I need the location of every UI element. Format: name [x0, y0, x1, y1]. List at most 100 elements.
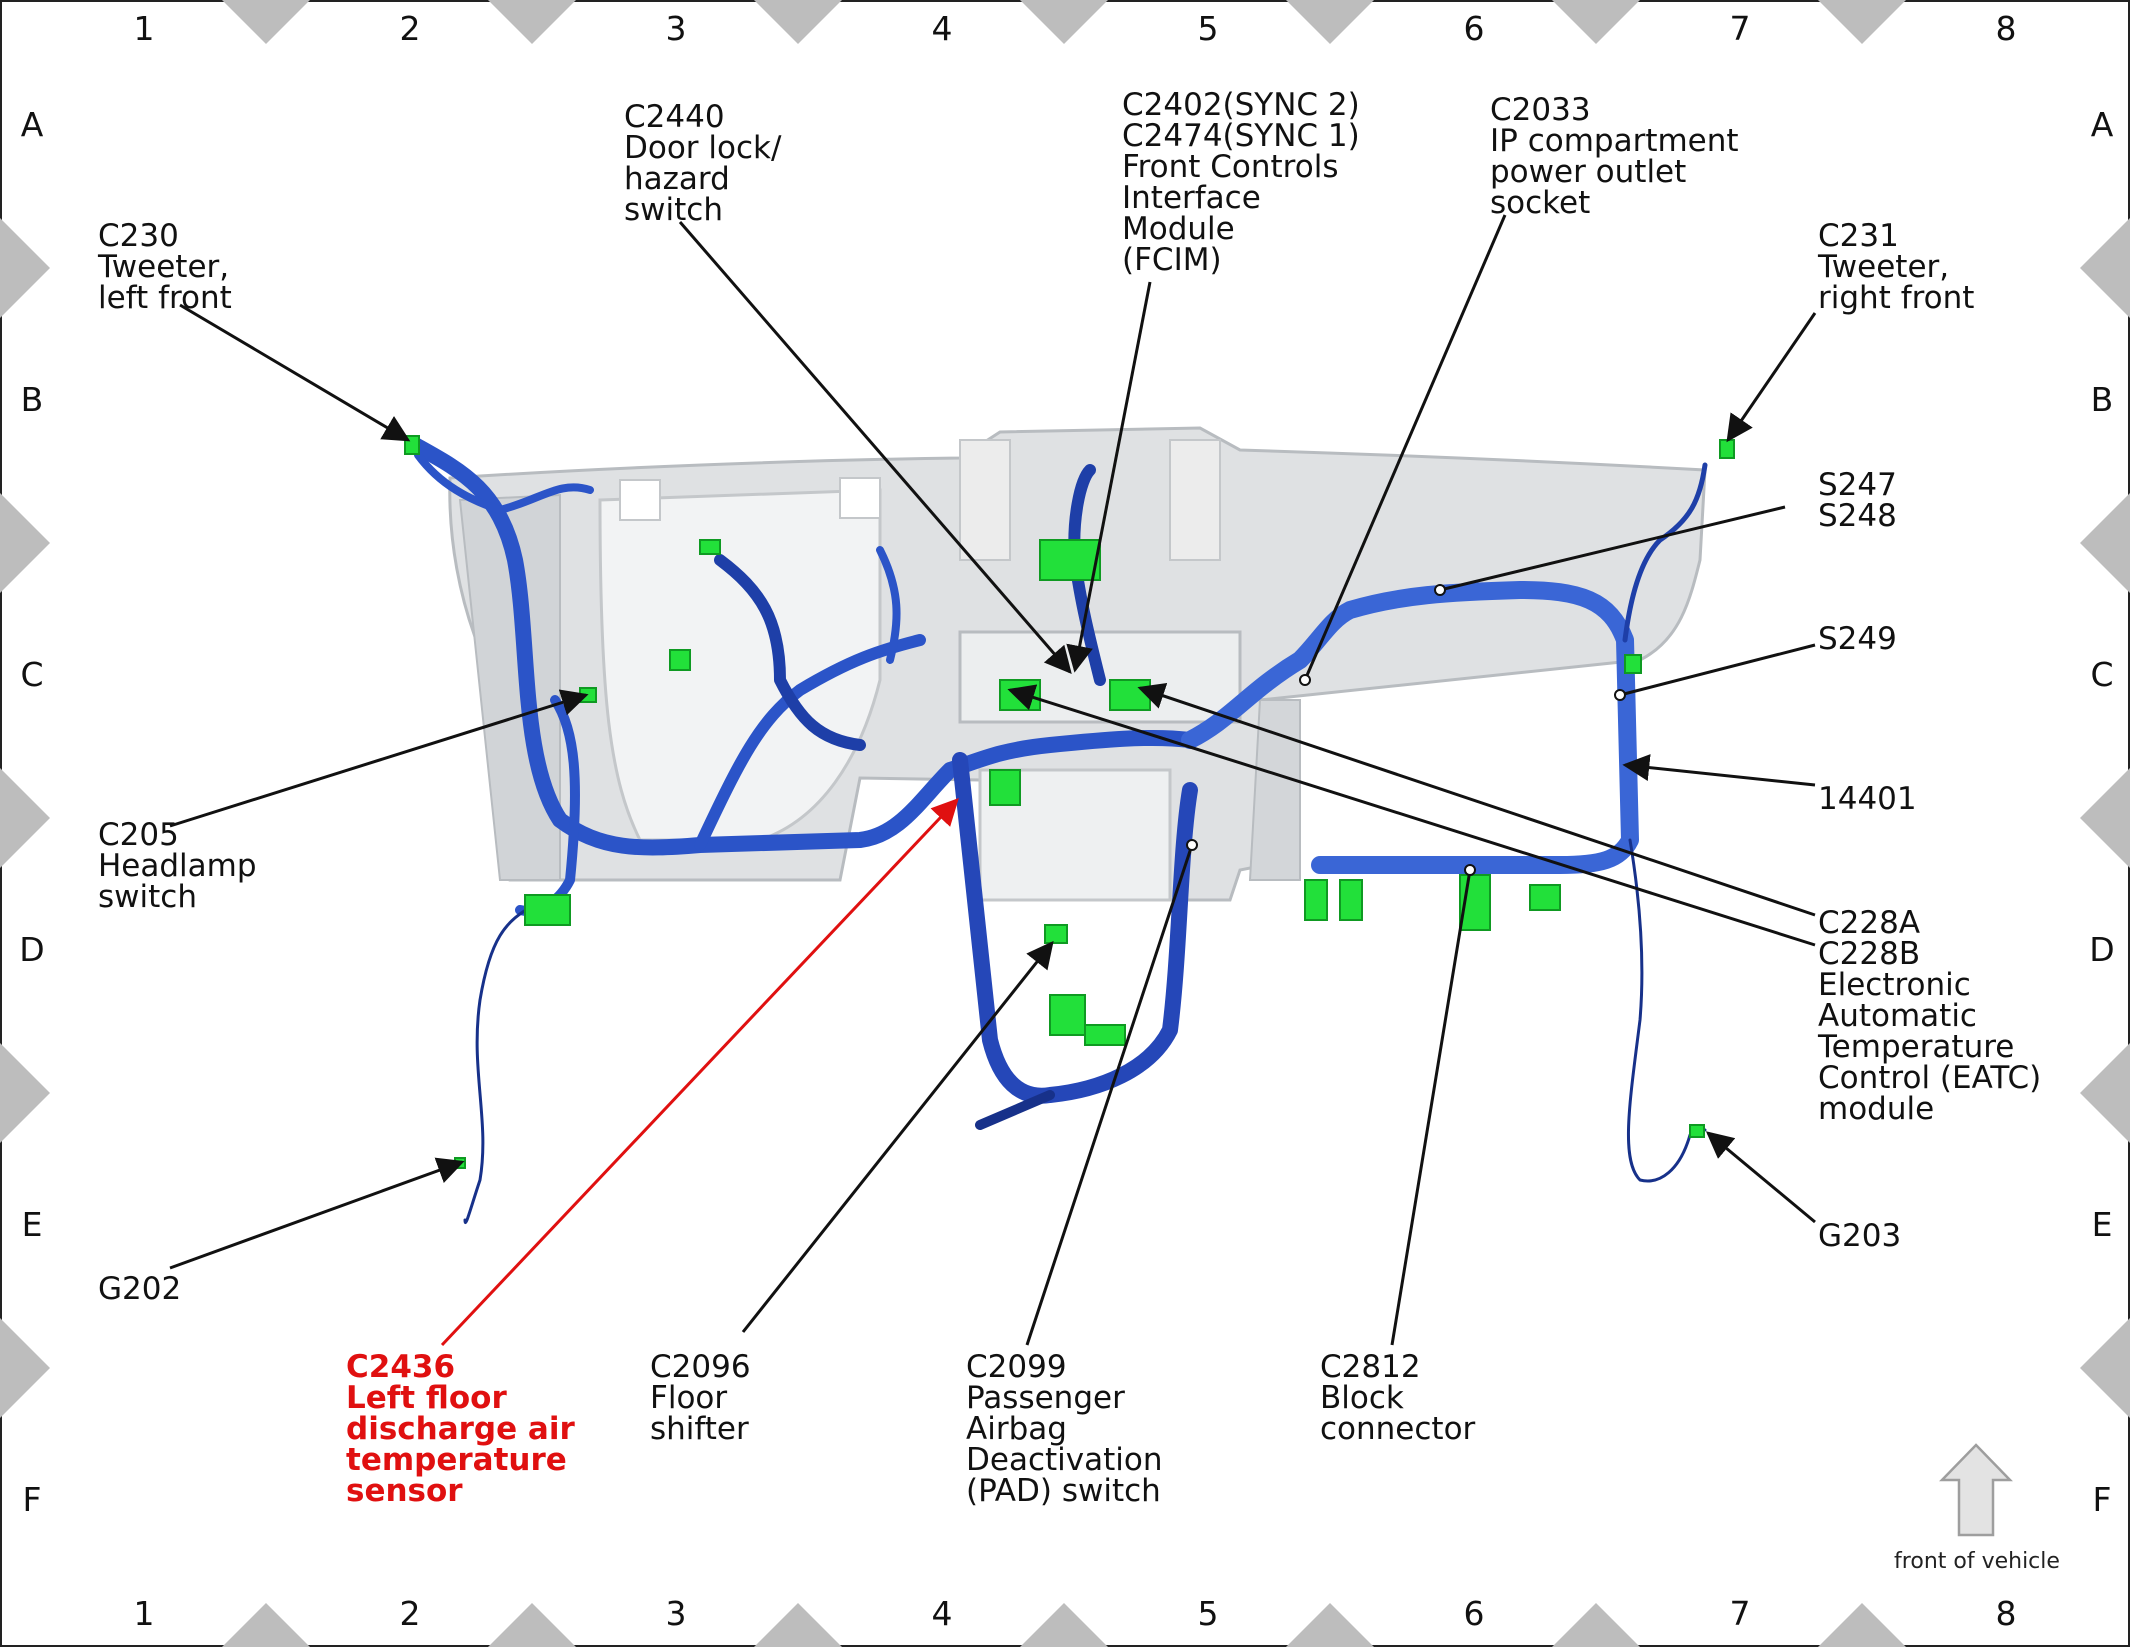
- callout-line: power outlet: [1490, 154, 1686, 190]
- callout-line: Headlamp: [98, 848, 257, 884]
- callout-line: S249: [1818, 621, 1897, 657]
- callout-line: discharge air: [346, 1411, 575, 1447]
- callout-line: Module: [1122, 211, 1235, 247]
- row-label: A: [21, 105, 44, 144]
- leader-c2812: [1390, 869, 1472, 1346]
- col-label: 2: [400, 1594, 421, 1633]
- leader-c2033: [1303, 214, 1507, 681]
- col-label: 6: [1464, 1594, 1485, 1633]
- callout-line: C2096: [650, 1349, 751, 1385]
- callout-line: C2099: [966, 1349, 1067, 1385]
- connector-c228b: [1109, 679, 1151, 711]
- callout-line: S247: [1818, 467, 1897, 503]
- callout-line: Floor: [650, 1380, 727, 1416]
- callout-line: Temperature: [1817, 1029, 2014, 1065]
- leader-14401: [1622, 754, 1816, 787]
- col-label: 1: [134, 9, 155, 48]
- connector-fcim: [1039, 539, 1101, 581]
- callout-line: IP compartment: [1490, 123, 1739, 159]
- row-label: D: [19, 930, 44, 969]
- col-label: 4: [932, 9, 953, 48]
- row-label: C: [20, 655, 43, 694]
- connector-c228a: [999, 679, 1041, 711]
- leader-g203: [1705, 1131, 1816, 1224]
- callout-line: Interface: [1122, 180, 1261, 216]
- callout-g202: G202: [98, 1271, 181, 1307]
- leader-c230: [179, 303, 411, 442]
- leader-c2440: [678, 221, 1072, 675]
- callout-line: C2440: [624, 99, 725, 135]
- connector-floor: [1049, 994, 1086, 1036]
- leader-end-dots: [1186, 584, 1626, 876]
- callout-14401: 14401: [1818, 781, 1917, 817]
- connector-block-2: [1339, 879, 1363, 921]
- callout-line: C231: [1818, 218, 1899, 254]
- callout-line: C228B: [1818, 936, 1920, 972]
- column-labels-bottom: 1 2 3 4 5 6 7 8: [134, 1594, 2017, 1633]
- callout-line: switch: [98, 879, 197, 915]
- callout-line: C205: [98, 817, 179, 853]
- top-diamonds: [222, 0, 1906, 44]
- callout-line: Airbag: [966, 1411, 1067, 1447]
- left-diamonds: [0, 218, 50, 1418]
- col-label: 6: [1464, 9, 1485, 48]
- col-label: 7: [1730, 9, 1751, 48]
- callout-line: shifter: [650, 1411, 749, 1447]
- callout-line: switch: [624, 192, 723, 228]
- leader-s249: [1619, 643, 1816, 697]
- col-label: 8: [1996, 9, 2017, 48]
- callout-line: Control (EATC): [1818, 1060, 2041, 1096]
- connector-s249: [1624, 654, 1642, 674]
- row-label: A: [2091, 105, 2114, 144]
- col-label: 1: [134, 1594, 155, 1633]
- connector-c2096: [1044, 924, 1068, 944]
- callout-line: (PAD) switch: [966, 1473, 1161, 1509]
- col-label: 4: [932, 1594, 953, 1633]
- connector-block-3: [1529, 884, 1561, 911]
- right-diamonds: [2080, 218, 2130, 1418]
- callout-line: C230: [98, 218, 179, 254]
- front-of-vehicle-label: front of vehicle: [1894, 1549, 2060, 1574]
- callout-line: G202: [98, 1271, 181, 1307]
- callout-s249: S249: [1818, 621, 1897, 657]
- col-label: 3: [666, 9, 687, 48]
- column-labels-top: 1 2 3 4 5 6 7 8: [134, 9, 2017, 48]
- callout-c2402: C2402(SYNC 2)C2474(SYNC 1)Front Controls…: [1122, 87, 1360, 278]
- row-labels-right: A B C D E F: [2089, 105, 2114, 1519]
- col-label: 8: [1996, 1594, 2017, 1633]
- row-label: F: [2093, 1480, 2112, 1519]
- callout-line: C2436: [346, 1349, 455, 1385]
- row-label: B: [21, 380, 44, 419]
- callout-line: socket: [1490, 185, 1590, 221]
- leader-c2402: [1066, 281, 1152, 673]
- connector-cluster: [669, 649, 691, 671]
- callout-line: temperature: [346, 1442, 567, 1478]
- callout-line: right front: [1818, 280, 1974, 316]
- callout-line: G203: [1818, 1218, 1901, 1254]
- callout-line: Tweeter,: [1817, 249, 1949, 285]
- callout-line: left front: [98, 280, 232, 316]
- leader-c228a: [1137, 682, 1816, 917]
- callout-g203: G203: [1818, 1218, 1901, 1254]
- callout-line: Passenger: [966, 1380, 1125, 1416]
- connector-block-1: [1304, 879, 1328, 921]
- row-label: E: [2092, 1205, 2113, 1244]
- col-label: 7: [1730, 1594, 1751, 1633]
- callout-line: module: [1818, 1091, 1934, 1127]
- col-label: 5: [1198, 9, 1219, 48]
- connector-upper-left: [699, 539, 721, 555]
- callout-line: Front Controls: [1122, 149, 1338, 185]
- callout-line: C2812: [1320, 1349, 1421, 1385]
- callout-line: Left floor: [346, 1380, 507, 1416]
- callout-line: hazard: [624, 161, 730, 197]
- callout-line: Deactivation: [966, 1442, 1162, 1478]
- callout-line: C2474(SYNC 1): [1122, 118, 1360, 154]
- connector-g203: [1689, 1124, 1705, 1138]
